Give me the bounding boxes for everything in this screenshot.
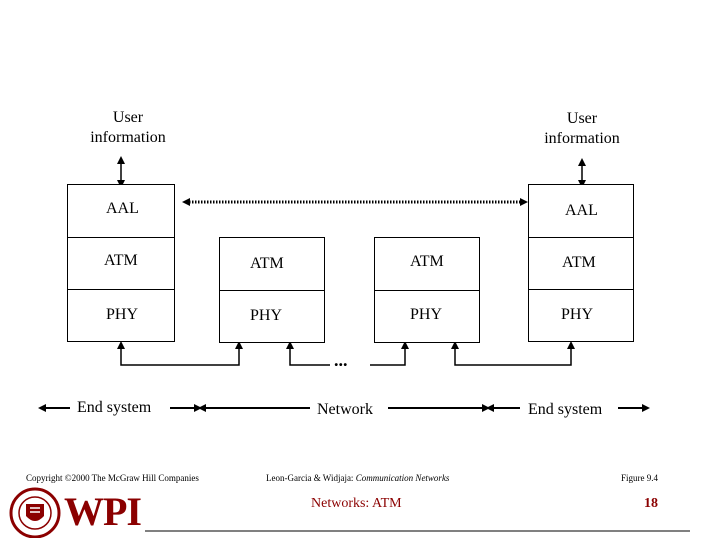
end-system-left-label: End system (77, 399, 152, 416)
switch2-atm-label: ATM (410, 253, 444, 270)
switch2-divider (374, 290, 480, 291)
link-switch2-to-end (451, 341, 575, 366)
network-label: Network (317, 401, 373, 418)
right-divider-2 (528, 289, 634, 290)
user-info-right-line1: User (566, 110, 598, 127)
left-phy-box (67, 289, 175, 342)
left-aal-label: AAL (106, 200, 139, 217)
left-phy-label: PHY (106, 306, 139, 323)
switch2-phy-label: PHY (410, 306, 443, 323)
link-switch1-ellipsis (286, 341, 330, 366)
wpi-logo-text: WPI (64, 489, 142, 534)
switch1-phy-label: PHY (250, 307, 283, 324)
right-end-system-stack (528, 184, 634, 342)
link-end-to-switch1 (117, 341, 243, 366)
user-info-left: User information (76, 108, 180, 148)
link-ellipsis-switch2 (370, 341, 409, 366)
right-atm-label: ATM (562, 254, 596, 271)
end-system-right-label: End system (528, 401, 603, 418)
figure-number: Figure 9.4 (621, 473, 658, 483)
user-info-right: User information (530, 109, 634, 149)
citation-authors: Leon-Garcia & Widjaja: (266, 473, 354, 483)
copyright-text: Copyright ©2000 The McGraw Hill Companie… (26, 473, 199, 483)
user-info-right-line2: information (544, 130, 620, 147)
right-phy-label: PHY (561, 306, 594, 323)
network-ellipsis: ... (334, 350, 348, 370)
switch1-atm-label: ATM (250, 255, 284, 272)
citation: Leon-Garcia & Widjaja: Communication Net… (266, 473, 449, 483)
citation-title: Communication Networks (355, 473, 450, 483)
right-divider-1 (528, 237, 634, 238)
switch1-divider (219, 290, 325, 291)
slide-title: Networks: ATM (311, 496, 402, 511)
user-info-left-line2: information (90, 129, 166, 146)
left-atm-label: ATM (104, 252, 138, 269)
right-aal-label: AAL (565, 202, 598, 219)
user-info-left-line1: User (112, 109, 144, 126)
left-divider-1 (67, 237, 175, 238)
page-number: 18 (644, 496, 658, 511)
wpi-seal-icon (9, 487, 61, 538)
